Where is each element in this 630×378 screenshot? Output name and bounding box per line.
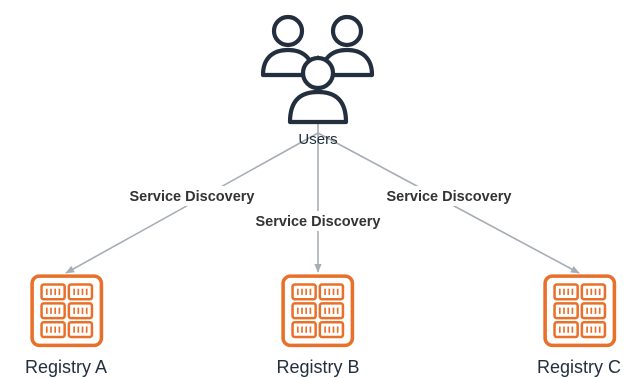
registry-a-label: Registry A	[25, 357, 107, 377]
edge-label-registry-b: Service Discovery	[256, 214, 381, 230]
server-rack-icon	[543, 274, 617, 348]
server-rack-icon	[281, 274, 355, 348]
registry-a-node: Registry A	[25, 274, 107, 377]
registry-b-node: Registry B	[276, 274, 360, 377]
users-group-icon	[260, 14, 375, 125]
users-label: Users	[298, 131, 337, 148]
edge-label-registry-a: Service Discovery	[130, 189, 255, 205]
registry-c-label: Registry C	[537, 357, 621, 377]
edge-label-registry-c: Service Discovery	[387, 189, 512, 205]
users-node: Users	[260, 14, 375, 148]
server-rack-icon	[30, 274, 104, 348]
edge-labels: Service Discovery Service Discovery Serv…	[118, 186, 524, 231]
registry-c-node: Registry C	[537, 274, 621, 377]
registry-b-label: Registry B	[276, 357, 359, 377]
